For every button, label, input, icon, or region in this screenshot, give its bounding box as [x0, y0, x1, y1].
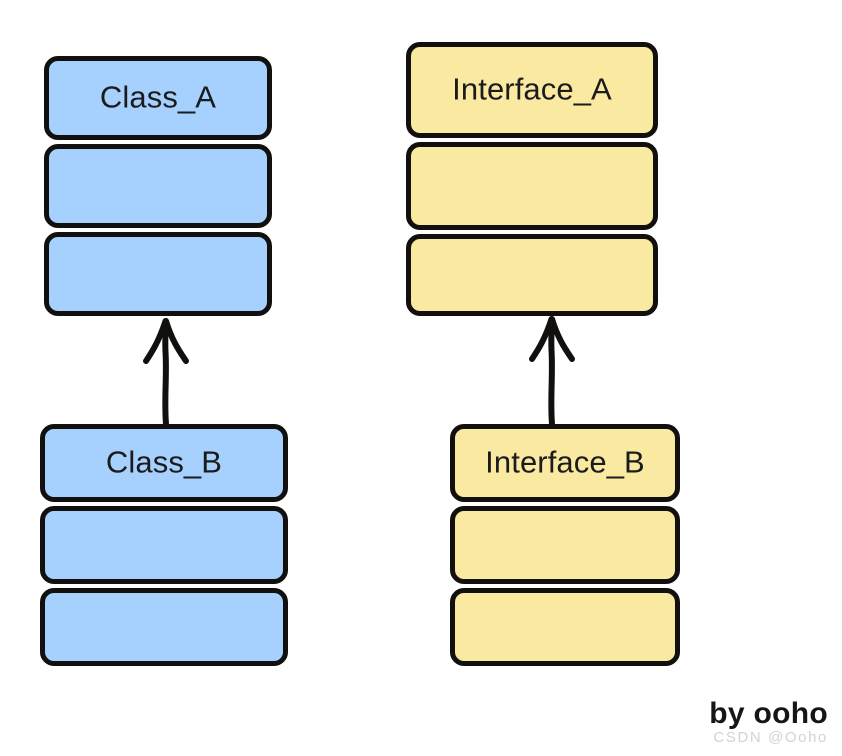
uml-node-class-a[interactable]: Class_A — [44, 56, 272, 318]
interface-b-methods-compartment[interactable] — [450, 588, 680, 666]
class-a-title-compartment[interactable]: Class_A — [44, 56, 272, 140]
class-a-title: Class_A — [99, 79, 217, 115]
class-b-attributes-compartment[interactable] — [40, 506, 288, 584]
class-b-title: Class_B — [105, 444, 223, 480]
watermark: by ooho CSDN @Ooho — [709, 699, 828, 748]
class-b-methods-compartment[interactable] — [40, 588, 288, 666]
uml-node-interface-b[interactable]: Interface_B — [450, 424, 680, 666]
interface-b-attributes-compartment[interactable] — [450, 506, 680, 584]
interface-a-title-compartment[interactable]: Interface_A — [406, 42, 658, 138]
class-a-attributes-compartment[interactable] — [44, 144, 272, 228]
watermark-source: CSDN @Ooho — [713, 729, 828, 747]
uml-node-class-b[interactable]: Class_B — [40, 424, 288, 666]
watermark-author: by ooho — [709, 697, 828, 731]
interface-a-methods-compartment[interactable] — [406, 234, 658, 316]
interface-a-title: Interface_A — [452, 71, 612, 107]
class-inheritance-arrow — [143, 318, 189, 427]
uml-node-interface-a[interactable]: Interface_A — [406, 42, 658, 316]
class-b-title-compartment[interactable]: Class_B — [40, 424, 288, 502]
interface-b-title-compartment[interactable]: Interface_B — [450, 424, 680, 502]
class-a-methods-compartment[interactable] — [44, 232, 272, 316]
interface-a-attributes-compartment[interactable] — [406, 142, 658, 230]
interface-inheritance-arrow — [529, 316, 575, 427]
interface-b-title: Interface_B — [485, 444, 645, 480]
